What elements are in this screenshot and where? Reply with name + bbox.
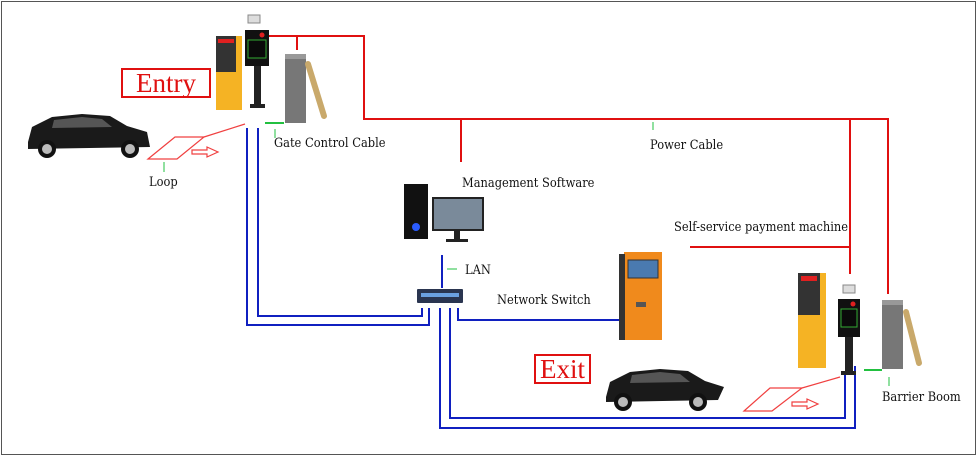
power-cable-label: Power Cable xyxy=(650,138,724,153)
loop-label: Loop xyxy=(149,175,178,190)
entry-loop xyxy=(146,123,246,160)
gate-control-cable-label: Gate Control Cable xyxy=(274,136,386,151)
exit-lpr-camera-post xyxy=(838,284,860,375)
entry-ticket-dispenser xyxy=(216,36,242,110)
exit-barrier-boom xyxy=(882,300,922,369)
management-software-label: Management Software xyxy=(462,176,595,191)
exit-ticket-dispenser xyxy=(798,273,826,368)
network-cables xyxy=(246,128,856,429)
lan-label: LAN xyxy=(465,263,491,278)
network-switch xyxy=(417,289,463,303)
barrier-boom-label: Barrier Boom xyxy=(882,390,961,405)
management-pc xyxy=(404,184,484,242)
self-service-payment-machine xyxy=(619,252,662,340)
entry-lpr-camera-post xyxy=(245,14,269,108)
exit-car xyxy=(606,369,724,411)
entry-barrier-boom xyxy=(285,54,327,123)
pointer-ticks xyxy=(163,122,890,386)
gate-control-cables xyxy=(265,122,882,371)
power-cables xyxy=(268,35,889,294)
exit-tag: Exit xyxy=(534,354,591,384)
network-switch-label: Network Switch xyxy=(497,293,591,308)
entry-car xyxy=(28,114,150,158)
payment-machine-label: Self-service payment machine xyxy=(674,220,849,235)
exit-loop xyxy=(742,376,841,412)
entry-tag: Entry xyxy=(121,68,211,98)
